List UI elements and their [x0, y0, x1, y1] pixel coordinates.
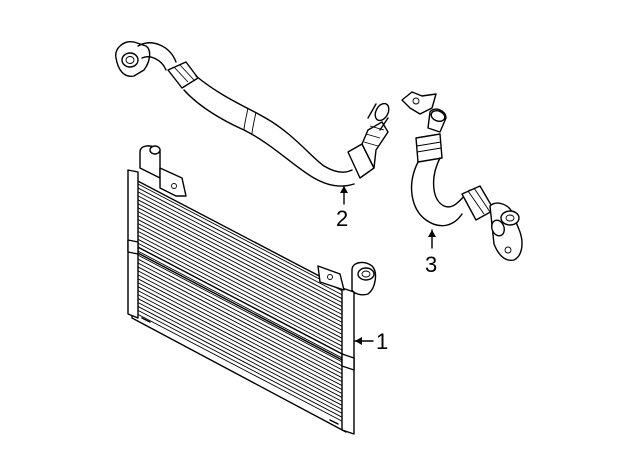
callout-1-label: 1: [376, 329, 388, 354]
cooler-fin: [137, 242, 343, 351]
cooler-fin: [137, 266, 343, 375]
cooler-fin: [137, 231, 343, 339]
cooler-fin: [137, 274, 343, 383]
cooler-fin: [137, 250, 343, 359]
cooler-fin: [137, 234, 343, 343]
cooler-fin: [137, 215, 343, 323]
upper-oil-hose-icon: [115, 41, 390, 187]
callout-1: 1: [354, 329, 388, 354]
cooler-fin: [137, 195, 343, 304]
cooler-fin: [137, 254, 343, 363]
cooler-fin: [137, 282, 343, 390]
cooler-fin: [137, 310, 343, 418]
cooler-fin: [137, 262, 343, 371]
cooler-fin: [137, 278, 343, 386]
cooler-fin: [137, 290, 343, 398]
cooler-fin: [137, 191, 343, 300]
cooler-fin: [137, 203, 343, 311]
cooler-fin: [137, 294, 343, 402]
cooler-fin: [137, 207, 343, 315]
cooler-fin: [137, 306, 343, 414]
cooler-fin: [137, 298, 343, 406]
cooler-fin: [137, 227, 343, 335]
callout-3-label: 3: [425, 252, 437, 277]
lower-oil-hose-icon: [401, 91, 523, 261]
cooler-fin: [137, 286, 343, 394]
cooler-fin: [137, 258, 343, 367]
cooler-fin: [137, 211, 343, 319]
cooler-fin: [137, 183, 343, 292]
cooler-fin: [137, 302, 343, 410]
cooler-fin: [137, 199, 343, 307]
cooler-fin: [137, 219, 343, 327]
callout-2-label: 2: [336, 206, 348, 231]
cooler-fin: [137, 238, 343, 347]
callout-3: 3: [425, 229, 437, 277]
cooler-fin: [137, 223, 343, 331]
cooler-fin: [137, 313, 343, 422]
cooler-fin: [137, 270, 343, 379]
oil-cooler-radiator-icon: [127, 145, 377, 435]
callout-2: 2: [336, 185, 348, 231]
cooler-fin: [137, 187, 343, 296]
